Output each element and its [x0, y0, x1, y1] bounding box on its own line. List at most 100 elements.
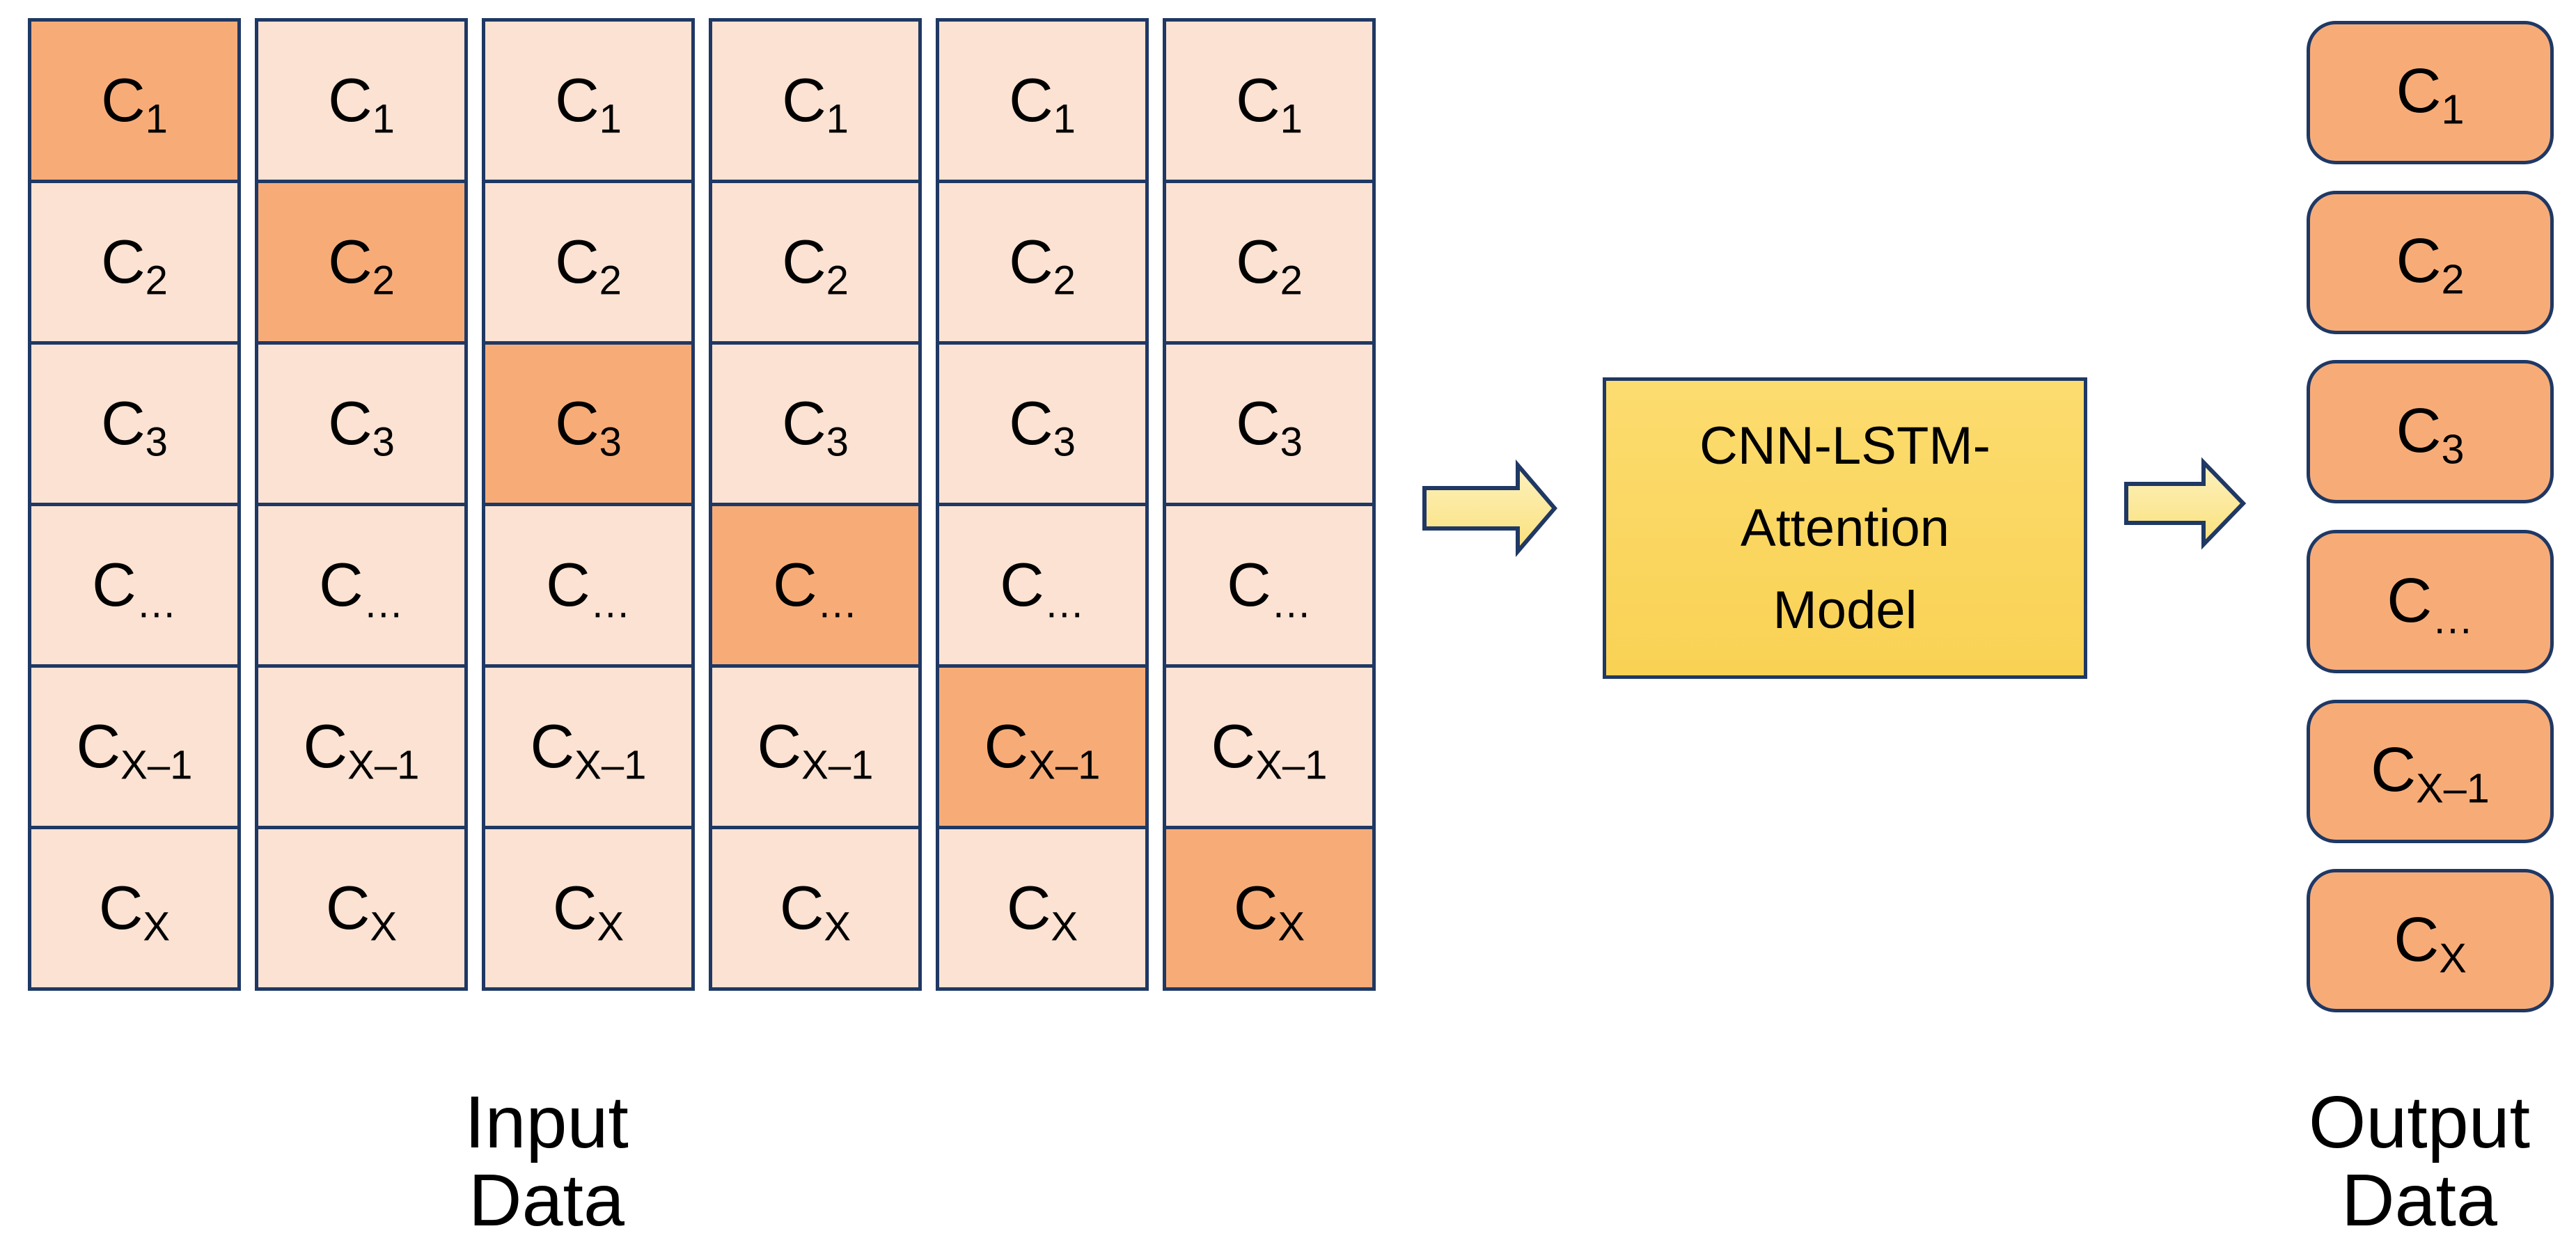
cell-label-subscript: …	[2432, 595, 2474, 643]
cell-label-base: C	[2396, 395, 2442, 466]
cell-label-base: C	[552, 873, 597, 943]
grid-cell: C3	[1163, 341, 1376, 506]
cell-label-base: C	[779, 873, 824, 943]
grid-cell: C1	[28, 18, 241, 183]
output-box: C3	[2307, 360, 2554, 504]
grid-cell: C…	[28, 503, 241, 668]
cell-label: C1	[782, 70, 849, 139]
cell-label-subscript: 3	[599, 419, 622, 465]
cell-label: C3	[101, 393, 168, 462]
cell-label-subscript: 1	[1053, 96, 1076, 142]
grid-cell: C3	[482, 341, 695, 506]
cell-label: CX–1	[77, 716, 193, 785]
cell-label: C3	[328, 393, 395, 462]
input-label-line: Data	[469, 1159, 625, 1241]
cell-label: C…	[1227, 554, 1312, 624]
cell-label-subscript: 1	[145, 96, 168, 142]
cell-label: C…	[2387, 570, 2473, 640]
cell-label-base: C	[1227, 550, 1271, 620]
cell-label: CX	[780, 877, 851, 947]
output-box: C…	[2307, 530, 2554, 674]
cell-label: C2	[2396, 230, 2464, 300]
grid-cell: C…	[1163, 503, 1376, 668]
cell-label-base: C	[98, 873, 143, 943]
grid-cell: C3	[255, 341, 468, 506]
cell-label-subscript: X–1	[574, 742, 647, 788]
cell-label: C…	[773, 554, 858, 624]
grid-cell: C2	[936, 180, 1149, 345]
cell-label-subscript: X	[143, 904, 171, 950]
cell-label: C…	[92, 554, 177, 624]
cell-label-base: C	[773, 550, 817, 620]
input-label-line: Input	[464, 1081, 629, 1163]
grid-cell: C…	[936, 503, 1149, 668]
cell-label-subscript: 1	[2441, 86, 2465, 134]
cell-label-base: C	[76, 712, 121, 781]
cell-label-base: C	[1211, 712, 1256, 781]
cell-label: CX–1	[984, 716, 1101, 785]
cell-label-base: C	[1006, 873, 1051, 943]
cell-label-base: C	[782, 389, 826, 458]
cell-label-subscript: X–1	[347, 742, 420, 788]
cell-label-subscript: 3	[1280, 419, 1303, 465]
output-box: CX	[2307, 869, 2554, 1013]
cell-label-base: C	[757, 712, 802, 781]
cell-label-base: C	[303, 712, 348, 781]
grid-cell: CX–1	[482, 664, 695, 829]
cell-label: CX	[99, 877, 170, 947]
cell-label-base: C	[2396, 56, 2442, 127]
cell-label-subscript: 3	[372, 419, 395, 465]
cell-label: C2	[1236, 231, 1303, 301]
cell-label: C1	[555, 70, 622, 139]
grid-cell: C3	[28, 341, 241, 506]
cell-label-subscript: …	[1271, 581, 1312, 627]
cell-label-base: C	[1236, 227, 1280, 297]
grid-cell: C2	[1163, 180, 1376, 345]
cell-label-subscript: X	[597, 904, 625, 950]
cell-label: C2	[782, 231, 849, 301]
cell-label-subscript: 2	[1280, 258, 1303, 304]
cell-label-subscript: 2	[2441, 256, 2465, 303]
cell-label: CX–1	[531, 716, 647, 785]
cell-label-base: C	[1000, 550, 1044, 620]
grid-cell: CX	[482, 826, 695, 991]
cell-label-subscript: X	[824, 904, 851, 950]
cell-label-subscript: 3	[2441, 425, 2465, 473]
cell-label-base: C	[325, 873, 370, 943]
grid-cell: C3	[936, 341, 1149, 506]
cell-label: C1	[2396, 60, 2464, 130]
input-data-label: Input Data	[338, 1083, 755, 1239]
cell-label-base: C	[1236, 65, 1280, 135]
cell-label-subscript: 1	[826, 96, 849, 142]
cell-label-subscript: X	[1051, 904, 1078, 950]
cell-label-subscript: 3	[145, 419, 168, 465]
cell-label-base: C	[101, 227, 146, 297]
cell-label: C1	[101, 70, 168, 139]
output-box: C1	[2307, 21, 2554, 164]
output-label-line: Output	[2308, 1081, 2531, 1163]
model-box: CNN-LSTM- Attention Model	[1603, 377, 2087, 679]
cell-label: C3	[2396, 400, 2464, 470]
cell-label-subscript: X–1	[1028, 742, 1101, 788]
cell-label-subscript: 2	[1053, 258, 1076, 304]
cell-label-base: C	[555, 389, 599, 458]
grid-cell: C1	[709, 18, 922, 183]
model-to-output-arrow-icon	[2124, 457, 2247, 550]
cell-label-base: C	[555, 227, 599, 297]
grid-cell: CX–1	[1163, 664, 1376, 829]
grid-cell: C1	[482, 18, 695, 183]
output-box: CX–1	[2307, 699, 2554, 843]
output-label-line: Data	[2341, 1159, 2497, 1241]
cell-label-subscript: X	[370, 904, 398, 950]
cell-label-base: C	[2371, 735, 2417, 806]
cell-label-base: C	[101, 65, 146, 135]
grid-cell: C…	[482, 503, 695, 668]
model-box-line: Model	[1773, 580, 1917, 640]
cell-label-subscript: X	[2439, 934, 2467, 982]
cell-label: C1	[1009, 70, 1076, 139]
cell-label-base: C	[2387, 565, 2433, 636]
cell-label-subscript: 2	[372, 258, 395, 304]
